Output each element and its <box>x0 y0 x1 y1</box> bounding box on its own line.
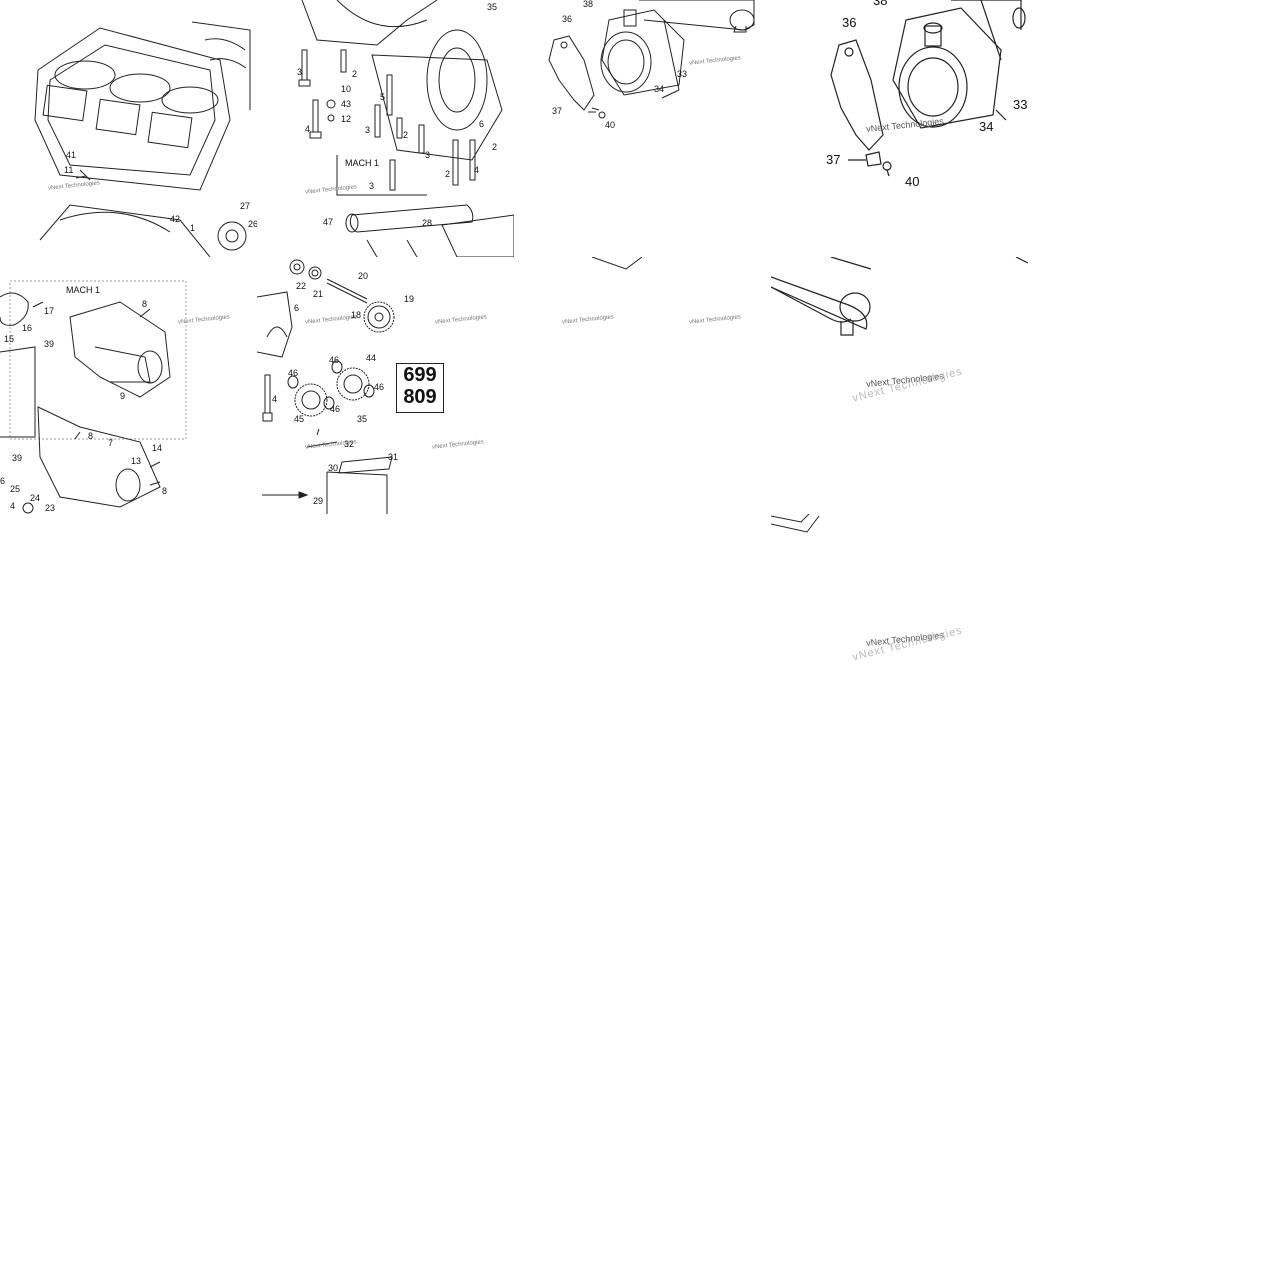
callout-37: 37 <box>552 106 563 116</box>
callout-46d: 46 <box>330 404 341 414</box>
callout-4: 4 <box>272 394 278 404</box>
callout-30: 30 <box>328 463 339 473</box>
callout-36: 36 <box>842 15 857 30</box>
engine-model-699: 699 <box>403 364 437 386</box>
callout-2c: 2 <box>492 142 498 152</box>
callout-47: 47 <box>323 217 334 227</box>
callout-3c: 3 <box>425 150 431 160</box>
callout-1: 1 <box>190 223 196 233</box>
diagram-tile-mach1-manifold: MACH 1 17 16 15 8 39 9 8 7 39 14 13 8 6 … <box>0 257 257 514</box>
callout-12: 12 <box>341 114 352 124</box>
callout-46c: 46 <box>374 382 385 392</box>
callout-44: 44 <box>366 353 377 363</box>
gears-drawing <box>257 259 395 514</box>
callout-4b: 4 <box>474 165 480 175</box>
callout-24: 24 <box>30 493 41 503</box>
callout-18: 18 <box>351 310 362 320</box>
callout-16: 16 <box>22 323 33 333</box>
callout-13: 13 <box>131 456 142 466</box>
callout-35: 35 <box>487 2 498 12</box>
callout-37: 37 <box>826 152 841 167</box>
callout-41: 41 <box>66 150 77 160</box>
diagram-tile-lower-right: vNext Technologies vNext Technologies <box>771 514 1028 771</box>
callout-6: 6 <box>479 119 485 129</box>
callout-22: 22 <box>296 281 307 291</box>
blank-a-drawing <box>591 257 643 270</box>
callout-33: 33 <box>1013 97 1028 112</box>
engine-model-box: 699 809 <box>396 363 444 413</box>
callout-34: 34 <box>979 119 994 134</box>
callout-19: 19 <box>404 294 415 304</box>
callout-26: 26 <box>248 219 257 229</box>
callout-2: 2 <box>352 69 358 79</box>
diagram-tile-gears: 22 21 20 19 18 6 46 44 46 46 45 46 35 4 … <box>257 257 514 514</box>
callout-7: 7 <box>108 438 114 448</box>
diagram-tile-rotary-cover-large: 38 36 33 34 37 40 vNext Technologies <box>771 0 1028 257</box>
callout-38: 38 <box>583 0 594 9</box>
callout-17: 17 <box>44 306 55 316</box>
callout-38: 38 <box>873 0 888 8</box>
callout-6: 6 <box>0 476 6 486</box>
manifold-drawing <box>0 280 187 514</box>
callout-33: 33 <box>677 69 688 79</box>
callout-42: 42 <box>170 214 181 224</box>
diagram-tile-blank-a: vNext Technologies vNext Technologies <box>514 257 771 514</box>
mach-label: MACH 1 <box>66 285 101 295</box>
diagram-tile-exhaust-pipe: vNext Technologies vNext Technologies <box>771 257 1028 514</box>
diagram-tile-rotary-cover-small: 38 36 33 34 37 40 vNext Technologies <box>514 0 771 257</box>
callout-45: 45 <box>294 414 305 424</box>
lower-right-drawing <box>771 514 820 533</box>
bolts-drawing <box>298 0 514 257</box>
callout-36: 36 <box>562 14 573 24</box>
callout-4: 4 <box>305 124 311 134</box>
callout-39: 39 <box>44 339 55 349</box>
callout-5: 5 <box>380 92 386 102</box>
callout-6: 6 <box>294 303 300 313</box>
callout-40: 40 <box>605 120 616 130</box>
callout-25: 25 <box>10 484 21 494</box>
diagram-tile-crankcase-bolts: 35 3 2 10 43 12 4 5 3 2 3 6 2 3 2 4 47 2… <box>257 0 514 257</box>
callout-3b: 3 <box>365 125 371 135</box>
callout-14: 14 <box>152 443 163 453</box>
callout-4: 4 <box>10 501 16 511</box>
callout-21: 21 <box>313 289 324 299</box>
callout-15: 15 <box>4 334 15 344</box>
engine-model-809: 809 <box>403 386 437 408</box>
diagram-tile-crankcase: 41 11 42 27 1 26 vNext Technologies <box>0 0 257 257</box>
mach-label: MACH 1 <box>345 158 380 168</box>
callout-8: 8 <box>142 299 148 309</box>
callout-28: 28 <box>422 218 433 228</box>
callout-27: 27 <box>240 201 251 211</box>
callout-11: 11 <box>64 165 74 175</box>
callout-46a: 46 <box>329 355 340 365</box>
callout-29: 29 <box>313 496 324 506</box>
callout-2b: 2 <box>403 130 409 140</box>
callout-3d: 3 <box>369 181 375 191</box>
callout-23: 23 <box>45 503 56 513</box>
callout-3: 3 <box>297 67 303 77</box>
callout-9: 9 <box>120 391 126 401</box>
callout-8b: 8 <box>88 431 94 441</box>
exhaust-pipe-drawing <box>771 257 1028 336</box>
callout-34: 34 <box>654 84 665 94</box>
callout-39b: 39 <box>12 453 23 463</box>
callout-43: 43 <box>341 99 352 109</box>
callout-8c: 8 <box>162 486 168 496</box>
callout-31: 31 <box>388 452 399 462</box>
callout-10: 10 <box>341 84 352 94</box>
callout-35: 35 <box>357 414 368 424</box>
rotary-cover-drawing <box>548 0 755 119</box>
callout-2d: 2 <box>445 169 451 179</box>
callout-40: 40 <box>905 174 920 189</box>
rotary-cover-large-drawing <box>830 0 1026 177</box>
crankcase-drawing <box>34 21 251 257</box>
callout-20: 20 <box>358 271 369 281</box>
callout-32: 32 <box>344 439 355 449</box>
callout-46b: 46 <box>288 368 299 378</box>
